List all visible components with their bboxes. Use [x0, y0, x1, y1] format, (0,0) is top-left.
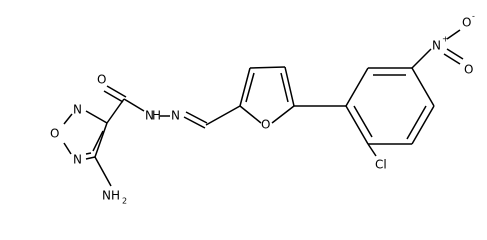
bond-nitro-o2-b [443, 53, 461, 65]
atom-imine-nitrogen: N [171, 109, 180, 123]
atom-labels: O N H N N O N NH 2 O Cl N + O - O [50, 12, 475, 206]
atom-oxadiazole-nitrogen-2: N [73, 153, 82, 167]
atom-nitro-oxygen-1: O [462, 16, 471, 30]
atom-oxadiazole-oxygen: O [50, 127, 59, 141]
bond-phenyl-c1-c2 [345, 67, 369, 107]
bond-phenyl-c6-c1-inner [353, 105, 373, 138]
atom-nitro-oxygen-1-charge: - [472, 12, 475, 21]
bond-carbonyl-c-nh [123, 98, 145, 112]
bond-phenyl-nitro [411, 48, 432, 69]
bond-phenyl-c3-c4 [411, 67, 435, 107]
chemical-structure: O N H N N O N NH 2 O Cl N + O - O [50, 11, 475, 206]
bond-nitro-o1 [446, 29, 461, 40]
atom-amino-subscript: 2 [122, 197, 127, 206]
atom-amino-nitrogen: NH [102, 189, 120, 203]
bond-imine-furan [205, 105, 241, 126]
bond-furan-c4-c5 [284, 66, 295, 107]
bond-oxadiazole-c3-c4-outer [94, 122, 108, 158]
bond-oxadiazole-c4-amino [94, 156, 112, 187]
atom-hydrazide-nitrogen: N [145, 109, 154, 123]
bond-phenyl-c4-c5-inner [406, 105, 427, 140]
bond-phenyl-c4-c5 [411, 105, 435, 145]
bond-oxadiazole-n1-o [63, 113, 73, 125]
atom-nitro-oxygen-2: O [464, 63, 473, 77]
atom-carbonyl-oxygen: O [97, 73, 106, 87]
bond-imine-double-b [183, 116, 206, 129]
bond-phenyl-cl [367, 143, 377, 157]
bond-oxadiazole-o-n2 [63, 142, 72, 155]
bonds [63, 29, 464, 187]
bond-oxadiazole-n2-c4-a [85, 156, 96, 160]
bond-furan-o-c2 [239, 105, 262, 124]
bond-furan-c2-c3-inner [245, 72, 255, 103]
bond-furan-c5-o [271, 105, 295, 124]
bond-oxadiazole-n2-c4-b [85, 152, 92, 155]
atom-chlorine: Cl [375, 158, 387, 172]
bond-furan-c4-c5-inner [280, 72, 289, 103]
atom-nitro-nitrogen: N [432, 39, 441, 53]
bond-oxadiazole-c3-n1 [85, 110, 108, 124]
atom-oxadiazole-nitrogen-1: N [73, 103, 82, 117]
bond-furan-c3-c4 [249, 66, 286, 69]
atom-nitro-nitrogen-charge: + [442, 35, 449, 44]
bond-carbonyl-double-a [106, 85, 127, 98]
bond-nitro-o2-a [446, 48, 464, 60]
atom-furan-oxygen: O [261, 118, 270, 132]
bond-furan-c2-c3 [239, 67, 251, 107]
bond-phenyl-c6-c1 [345, 105, 369, 145]
bond-carbonyl-double-b [103, 90, 124, 103]
bond-imine-double-a [185, 111, 208, 124]
bond-carbonyl-c-ring [106, 98, 125, 124]
atom-hydrazide-hydrogen: H [152, 109, 161, 123]
bond-oxadiazole-c3-c4-inner [92, 130, 104, 152]
